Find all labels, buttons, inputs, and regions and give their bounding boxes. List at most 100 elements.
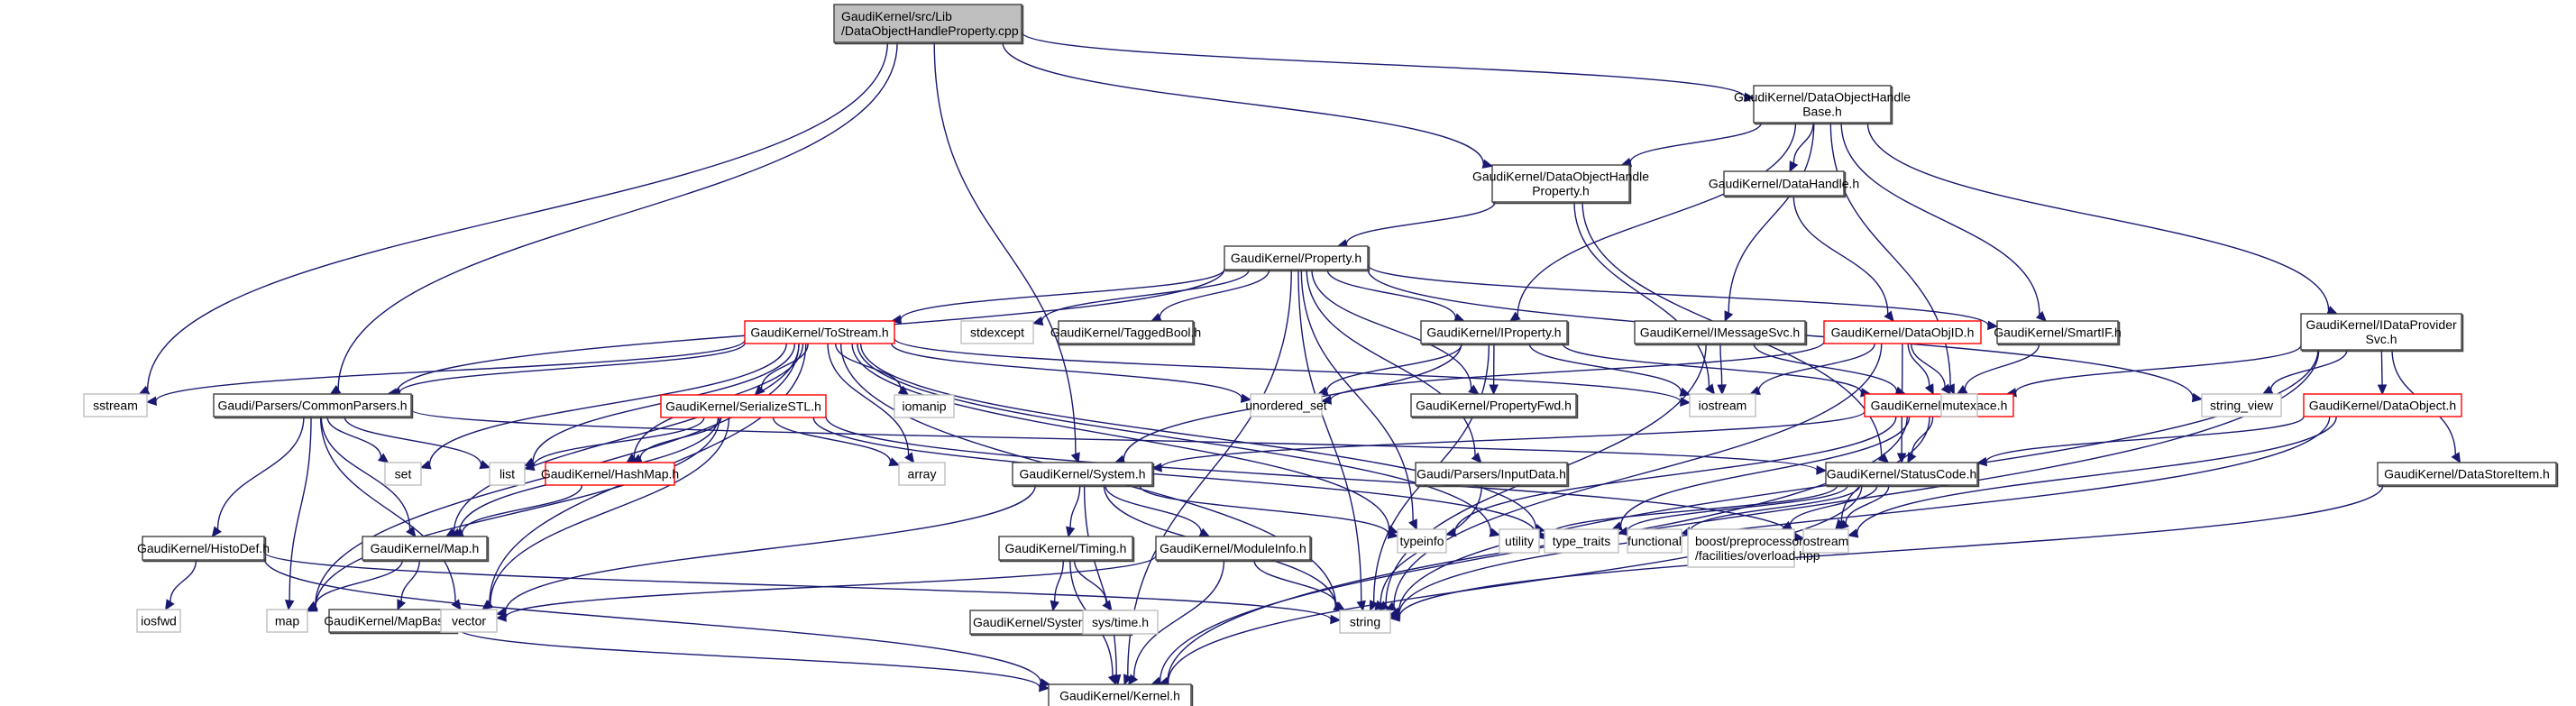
edge-dohbase-to-smartif xyxy=(1840,122,2040,316)
node-box xyxy=(1012,462,1153,486)
node-maph[interactable]: GaudiKernel/Map.h xyxy=(362,536,490,563)
node-box xyxy=(1250,393,1323,417)
node-dataobject[interactable]: GaudiKernel/DataObject.h xyxy=(2303,393,2462,417)
node-serializestl[interactable]: GaudiKernel/SerializeSTL.h xyxy=(660,394,827,418)
arrowhead-imessagesvc-to-iostream xyxy=(1717,384,1727,396)
node-iproperty[interactable]: GaudiKernel/IProperty.h xyxy=(1420,320,1570,346)
arrowhead-moduleinfo-to-kernel xyxy=(1127,674,1139,685)
node-iinterface[interactable]: GaudiKernel/IInterface.h xyxy=(1864,393,2014,417)
edge-property-to-iproperty xyxy=(1326,269,1457,318)
node-statuscode[interactable]: GaudiKernel/StatusCode.h xyxy=(1825,462,1980,488)
node-label: sys/time.h xyxy=(1092,615,1149,629)
node-box xyxy=(1397,528,1447,554)
arrowhead-dohbase-to-smartif xyxy=(2035,310,2047,322)
node-label: GaudiKernel/src/Lib xyxy=(841,9,952,23)
node-dohprop[interactable]: GaudiKernel/DataObjectHandleProperty.h xyxy=(1472,164,1649,205)
node-kernel[interactable]: GaudiKernel/Kernel.h xyxy=(1048,683,1194,706)
node-box xyxy=(1491,164,1630,203)
arrowhead-dohprop-to-iostream xyxy=(1704,383,1716,395)
node-label: Gaudi/Parsers/InputData.h xyxy=(1416,467,1566,481)
edge-iinterface-to-typeinfo xyxy=(1453,416,1897,533)
node-box xyxy=(1689,393,1756,417)
node-tostream[interactable]: GaudiKernel/ToStream.h xyxy=(744,320,895,344)
node-label: iomanip xyxy=(902,399,946,414)
node-box xyxy=(384,462,422,486)
node-moduleinfo[interactable]: GaudiKernel/ModuleInfo.h xyxy=(1155,536,1313,563)
node-mapbase[interactable]: GaudiKernel/MapBase.h xyxy=(324,609,462,635)
edge-datahandle-to-dataobjid xyxy=(1792,195,1889,315)
arrowhead-serializestl-to-array xyxy=(888,457,901,467)
node-label: sstream xyxy=(93,399,138,413)
arrowhead-maph-to-map xyxy=(306,601,318,611)
node-box xyxy=(1415,462,1568,486)
node-smartif[interactable]: GaudiKernel/SmartIF.h xyxy=(1994,320,2122,346)
node-box xyxy=(328,609,457,633)
node-box xyxy=(545,462,675,486)
node-label: GaudiKernel/IProperty.h xyxy=(1426,325,1561,340)
node-functional: functional xyxy=(1627,528,1682,554)
node-label: iosfwd xyxy=(141,614,177,628)
node-box xyxy=(136,609,181,633)
node-label: typeinfo xyxy=(1399,534,1444,548)
arrowhead-tostream-to-set xyxy=(419,460,432,470)
node-box xyxy=(998,536,1133,561)
node-box xyxy=(1723,170,1845,197)
edge-tostream-to-set xyxy=(428,343,787,465)
node-vector: vector xyxy=(440,609,498,633)
edge-property-to-typeinfo xyxy=(1300,269,1414,521)
arrowhead-tostream-to-iomanip xyxy=(897,385,910,396)
edge-serializestl-to-array xyxy=(772,417,892,463)
node-label: string xyxy=(1350,615,1380,629)
node-imessagesvc[interactable]: GaudiKernel/IMessageSvc.h xyxy=(1634,320,1808,346)
arrowhead-dohbase-to-imessagesvc xyxy=(1724,310,1734,323)
edge-hashmap-to-maph xyxy=(461,484,583,534)
edge-iinterface-to-type_traits xyxy=(1619,416,1911,527)
arrowhead-tostream-to-serializestl xyxy=(754,384,765,396)
node-box xyxy=(744,320,895,344)
edge-idataprovider-to-iinterface xyxy=(2014,344,2302,393)
edge-dohbase-to-dohprop xyxy=(1629,122,1763,163)
node-utility: utility xyxy=(1499,528,1540,554)
node-system[interactable]: GaudiKernel/System.h xyxy=(1012,462,1155,488)
arrowhead-datahandle-to-dataobjid xyxy=(1884,310,1894,322)
arrowhead-iinterface-to-system xyxy=(1150,463,1162,472)
node-taggedbool[interactable]: GaudiKernel/TaggedBool.h xyxy=(1050,320,1201,346)
arrowhead-root-to-dohprop xyxy=(1481,159,1494,169)
node-label: GaudiKernel/DataStoreItem.h xyxy=(2384,467,2550,481)
node-datastoreitem[interactable]: GaudiKernel/DataStoreItem.h xyxy=(2377,462,2559,488)
edge-maph-to-mapbase xyxy=(400,559,420,601)
edge-mapbase-to-kernel xyxy=(455,627,1040,688)
node-timing[interactable]: GaudiKernel/Timing.h xyxy=(998,536,1135,563)
node-hashmap[interactable]: GaudiKernel/HashMap.h xyxy=(541,462,679,486)
node-box xyxy=(489,462,526,486)
arrowhead-datastoreitem-to-string xyxy=(1389,612,1401,622)
arrowhead-property-to-typeinfo xyxy=(1408,518,1417,531)
node-property[interactable]: GaudiKernel/Property.h xyxy=(1224,245,1371,272)
node-systime: sys/time.h xyxy=(1082,610,1159,635)
node-root[interactable]: GaudiKernel/src/Lib/DataObjectHandleProp… xyxy=(833,4,1024,45)
node-type_traits: type_traits xyxy=(1544,528,1619,554)
edge-commonparsers-to-statuscode xyxy=(410,408,1818,472)
arrowhead-moduleinfo-to-vector xyxy=(495,612,507,622)
arrowhead-tostream-to-sstream xyxy=(145,396,157,407)
node-box xyxy=(1864,393,2014,417)
node-box xyxy=(266,609,308,633)
node-layer: GaudiKernel/src/Lib/DataObjectHandleProp… xyxy=(83,4,2559,706)
edge-tostream-to-typeinfo xyxy=(851,343,1390,530)
node-box xyxy=(1499,528,1540,554)
node-inputdata[interactable]: Gaudi/Parsers/InputData.h xyxy=(1415,462,1570,488)
node-commonparsers[interactable]: Gaudi/Parsers/CommonParsers.h xyxy=(213,393,414,419)
node-label: GaudiKernel/TaggedBool.h xyxy=(1050,325,1201,340)
node-propertyfwd[interactable]: GaudiKernel/PropertyFwd.h xyxy=(1410,393,1579,419)
edge-system-to-kernel xyxy=(1083,484,1117,676)
edge-timing-to-systembase xyxy=(1054,559,1064,602)
node-histodef[interactable]: GaudiKernel/HistoDef.h xyxy=(137,536,270,563)
arrowhead-root-to-commonparsers xyxy=(329,384,342,395)
node-dataobjid[interactable]: GaudiKernel/DataObjID.h xyxy=(1823,320,1982,344)
node-datahandle[interactable]: GaudiKernel/DataHandle.h xyxy=(1709,170,1859,198)
edge-tostream-to-iostream xyxy=(894,337,1682,403)
node-string_view: string_view xyxy=(2201,393,2282,417)
